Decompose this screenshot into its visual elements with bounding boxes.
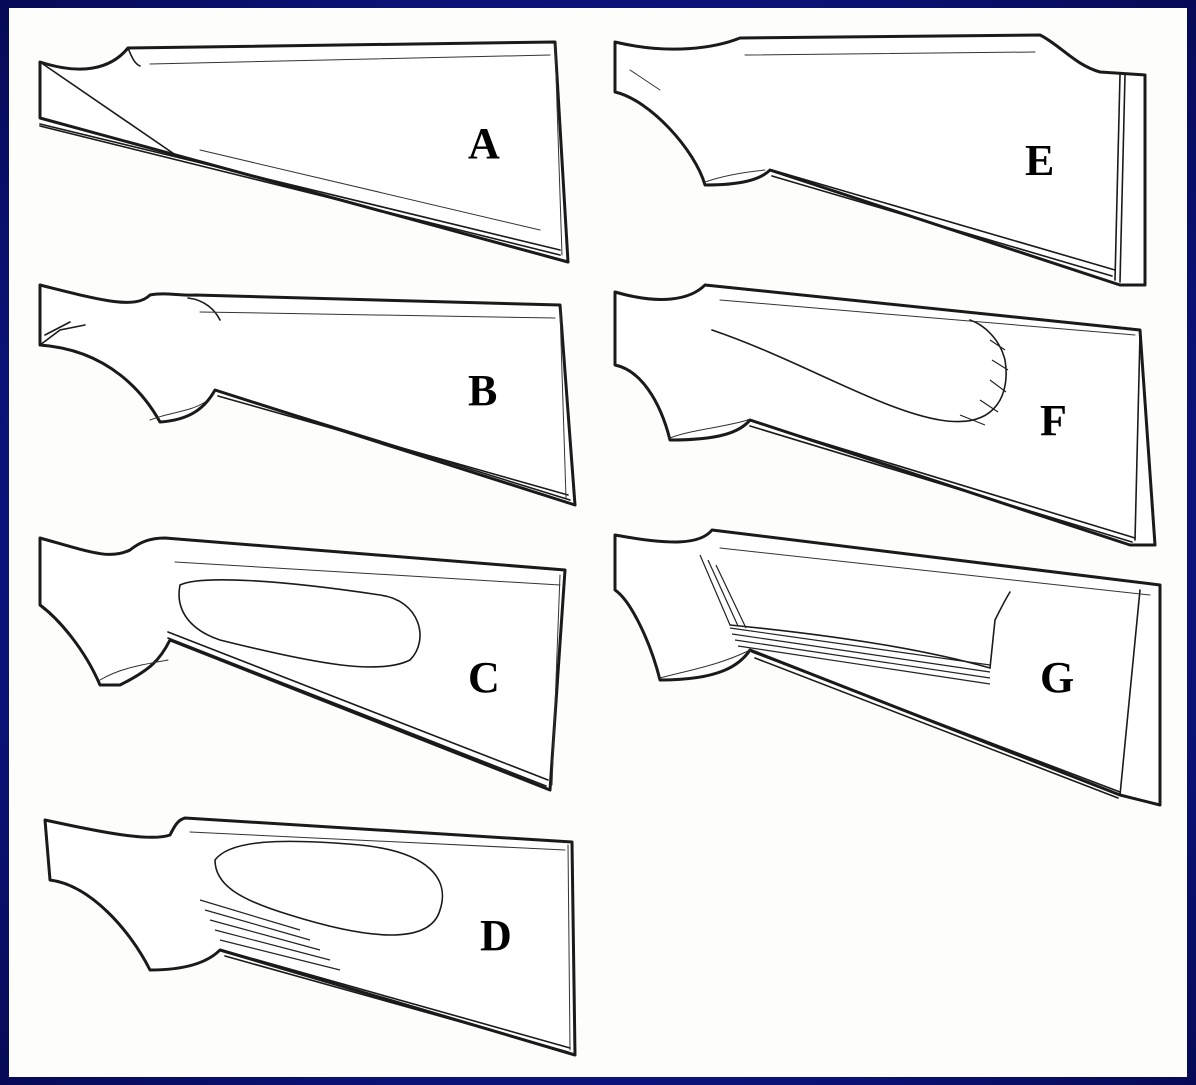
stock-d: D <box>45 818 575 1055</box>
label-b: B <box>468 366 497 415</box>
label-a: A <box>468 119 500 168</box>
stock-f: F <box>615 285 1155 545</box>
stock-g: G <box>615 530 1160 805</box>
label-g: G <box>1040 653 1074 702</box>
stock-e: E <box>615 35 1145 285</box>
label-d: D <box>480 911 512 960</box>
stock-c: C <box>40 538 565 790</box>
stock-a: A <box>40 42 568 262</box>
label-c: C <box>468 653 500 702</box>
label-f: F <box>1040 396 1067 445</box>
stock-b: B <box>40 285 575 505</box>
label-e: E <box>1025 136 1054 185</box>
